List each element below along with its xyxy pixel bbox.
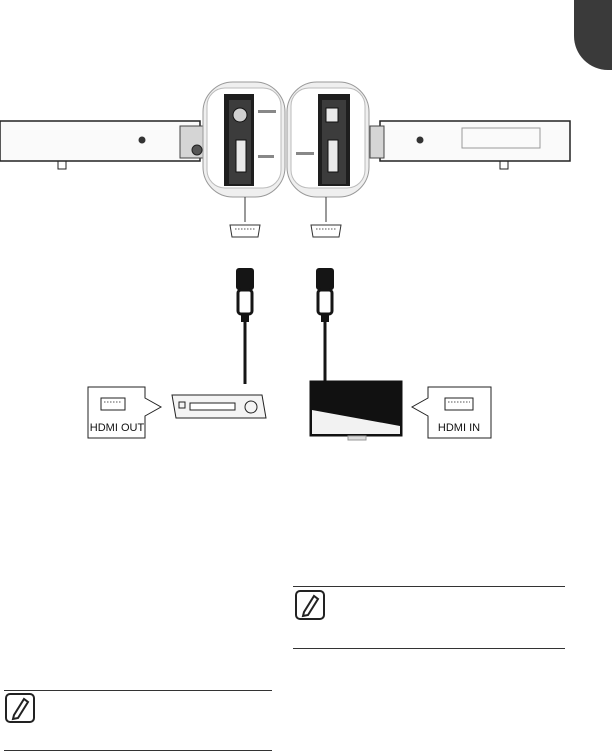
hdmi-in-port-closeup-icon (202, 81, 286, 198)
hdmi-cable-icon (236, 268, 254, 384)
tv-icon (309, 380, 403, 441)
hdmi-out-callout: HDMI OUT (87, 386, 163, 439)
note-top-rule (293, 586, 565, 587)
soundbar-left (0, 120, 207, 170)
soundbar-right (369, 120, 571, 170)
hdmi-cable-icon (316, 268, 334, 384)
hdmi-port-icon (310, 197, 342, 238)
hdmi-in-label: HDMI IN (438, 422, 480, 434)
hdmi-port-icon (229, 197, 261, 238)
note-bottom-rule (293, 648, 565, 649)
note-top-rule (4, 690, 272, 691)
hdmi-out-label: HDMI OUT (90, 422, 145, 434)
connection-diagram: HDMI OUT HDMI IN (0, 81, 571, 441)
hdmi-out-port-closeup-icon (286, 81, 370, 198)
note-pencil-icon (295, 590, 325, 620)
hdmi-in-callout: HDMI IN (410, 386, 492, 439)
bluray-player-icon (171, 394, 267, 419)
note-bottom-rule (4, 750, 272, 751)
note-pencil-icon (5, 693, 35, 723)
